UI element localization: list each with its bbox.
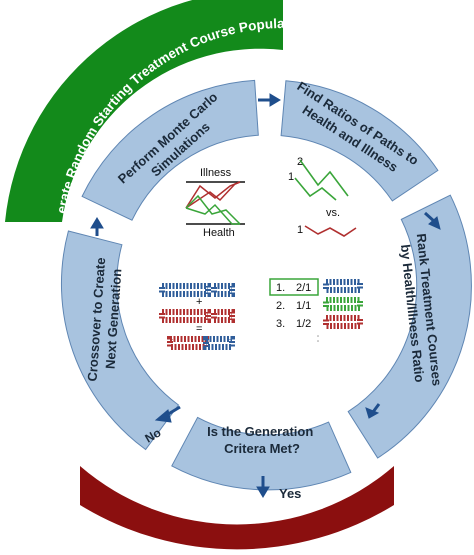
arrow-ratios-to-rank-head (428, 216, 441, 230)
crossover-illustration: + = (159, 283, 235, 350)
green-path (185, 203, 240, 225)
rank-2-ratio: 1/1 (296, 300, 311, 312)
vs-label: vs. (326, 207, 340, 219)
no-label: No (142, 425, 163, 445)
monte-carlo-illustration: Illness Health (185, 167, 245, 239)
parent-b-bar (159, 309, 211, 323)
rank-1-num: 1. (276, 282, 285, 294)
rank-1-ratio: 2/1 (296, 282, 311, 294)
rank-illustration: 1. 2/1 2. 1/1 3. 1/2 (269, 278, 363, 342)
rank-3-num: 3. (276, 318, 285, 330)
green-path-2 (185, 194, 241, 225)
arrow-crossover-to-monte-head (90, 217, 104, 229)
segment-rank (347, 194, 472, 459)
health-label: Health (203, 227, 235, 239)
rank-1-box (269, 278, 319, 296)
segment-find-ratios (280, 80, 439, 202)
rank-3-bar (323, 315, 363, 329)
rank-2-num: 2. (276, 300, 285, 312)
child-bar-red (167, 336, 209, 350)
ratio-illustration: 2 1 vs. 1 (288, 156, 357, 237)
parent-a-bar (159, 283, 211, 297)
segment-criteria (171, 416, 352, 491)
parent-b-bar-tail (211, 309, 235, 323)
output-band (80, 466, 394, 550)
yes-label: Yes (279, 486, 301, 501)
illness-label: Illness (200, 167, 232, 179)
arrow-rank-to-criteria-head (365, 407, 380, 419)
child-bar-blue (203, 336, 235, 350)
path-label-2: 2 (297, 156, 303, 168)
generate-population-band (5, 0, 283, 222)
green-ratio-path-a (299, 159, 349, 197)
rank-ellipsis-dot (317, 335, 319, 337)
rank-ellipsis-dot (317, 340, 319, 342)
rank-1-bar (323, 279, 363, 293)
path-label-1a: 1 (288, 171, 294, 183)
plus-sign: + (196, 296, 202, 308)
segment-monte-carlo (81, 79, 259, 221)
segment-crossover (61, 230, 180, 451)
criteria-label: Is the Generation Critera Met? (207, 424, 317, 456)
arrow-criteria-to-crossover-head (154, 409, 172, 423)
arrow-monte-to-ratios-head (269, 93, 281, 107)
arrow-yes-head (256, 486, 270, 498)
green-ratio-path-b (294, 177, 337, 201)
path-label-1b: 1 (297, 224, 303, 236)
rank-2-bar (323, 297, 363, 311)
flow-arrows (90, 93, 441, 498)
red-ratio-path (304, 225, 357, 237)
equals-sign: = (196, 323, 202, 335)
red-path-2 (185, 181, 241, 209)
rank-3-ratio: 1/2 (296, 318, 311, 330)
arrow-rank-to-criteria (371, 403, 381, 413)
parent-a-bar-tail (211, 283, 235, 297)
